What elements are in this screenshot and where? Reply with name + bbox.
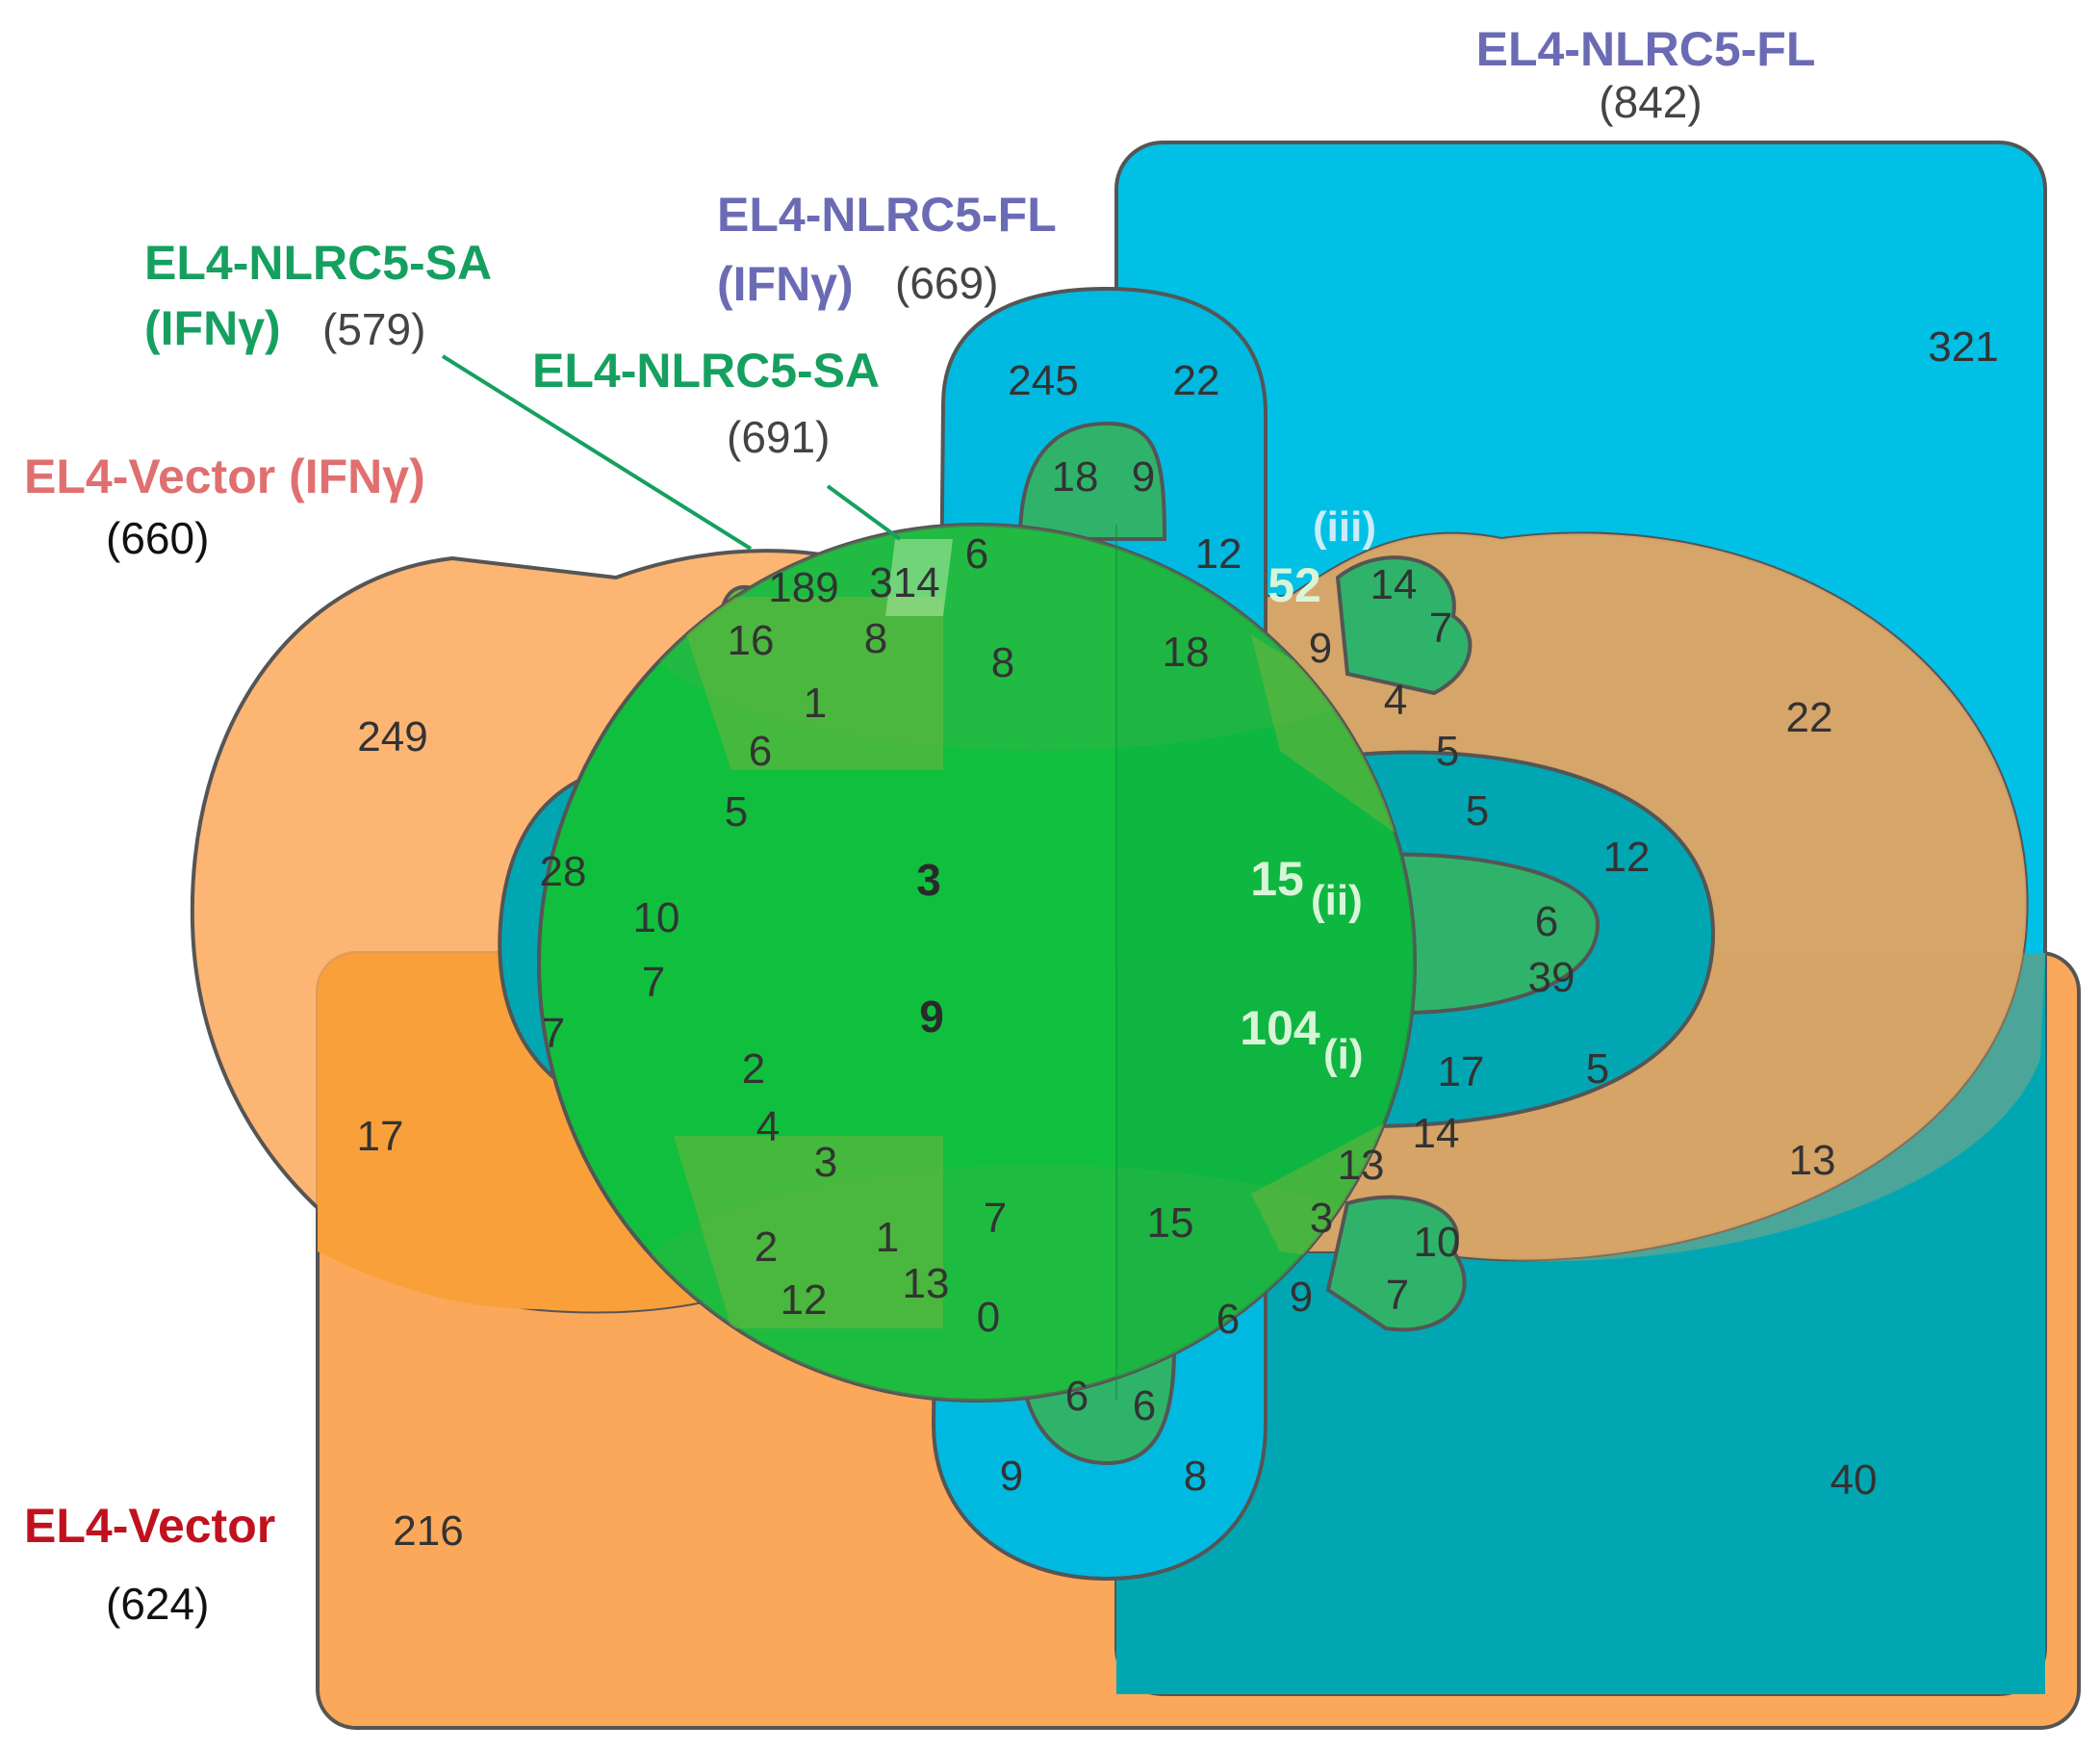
cell-count: 8 xyxy=(864,615,887,662)
cell-count: 28 xyxy=(540,848,587,895)
cell-count: 39 xyxy=(1528,954,1575,1001)
label-vector-count: (624) xyxy=(106,1579,209,1629)
cell-count: 17 xyxy=(357,1113,404,1160)
olive-lobe-bottom-right xyxy=(1325,1195,1467,1332)
label-fl-ifn-name2: (IFNγ) xyxy=(717,257,854,311)
cell-count: 6 xyxy=(1216,1296,1240,1343)
cell-count: 14 xyxy=(1370,561,1418,608)
cell-count: 8 xyxy=(1184,1453,1207,1500)
cell-count: 6 xyxy=(1133,1382,1156,1429)
cell-counts: 321 245 22 18 9 12 249 189 314 6 16 8 8 … xyxy=(357,323,1999,1555)
cell-count: 9 xyxy=(1290,1274,1313,1321)
cell-count: 3 xyxy=(814,1139,837,1186)
label-vector-ifn-count: (660) xyxy=(106,513,209,563)
cell-count: 8 xyxy=(991,639,1014,686)
cell-count: 0 xyxy=(977,1294,1000,1341)
cell-count: 6 xyxy=(1065,1373,1088,1420)
cell-count: 18 xyxy=(1163,629,1210,676)
cell-count-bold: 9 xyxy=(919,991,944,1042)
cell-count: 249 xyxy=(357,713,427,760)
cell-count: 7 xyxy=(642,959,665,1006)
cell-count: 1 xyxy=(876,1214,899,1261)
top-green-lobe xyxy=(1017,421,1167,541)
leader-line-sa xyxy=(826,484,902,541)
label-sa-count: (691) xyxy=(727,412,830,462)
cell-count: 4 xyxy=(1384,677,1407,724)
cell-count: 5 xyxy=(1466,787,1489,835)
cell-count: 245 xyxy=(1008,357,1078,404)
cell-count: 13 xyxy=(903,1260,950,1307)
label-sa-ifn-name2: (IFNγ) xyxy=(144,301,281,355)
label-vector-ifn-name: EL4-Vector (IFNγ) xyxy=(24,450,425,503)
cell-count: 7 xyxy=(984,1195,1007,1242)
cell-count: 9 xyxy=(1000,1453,1023,1500)
cell-count: 6 xyxy=(965,530,988,578)
cell-count: 5 xyxy=(1436,728,1459,775)
cell-count-bold: 3 xyxy=(916,855,941,905)
cell-count: 321 xyxy=(1928,323,1998,371)
leader-line-sa-ifn xyxy=(441,354,753,551)
label-fl-ifn-name: EL4-NLRC5-FL xyxy=(717,188,1057,242)
cell-count: 2 xyxy=(742,1045,765,1093)
cell-count: 16 xyxy=(728,617,775,664)
cell-count: 14 xyxy=(1413,1110,1460,1157)
cell-count: 22 xyxy=(1173,357,1220,404)
cell-count: 15 xyxy=(1147,1199,1194,1247)
cell-count: 10 xyxy=(633,894,680,941)
cell-count: 216 xyxy=(393,1507,463,1555)
cell-count: 12 xyxy=(1603,834,1651,881)
label-fl-ifn-count: (669) xyxy=(895,258,998,308)
cell-count: 5 xyxy=(1586,1045,1609,1093)
cell-count: 4 xyxy=(756,1103,780,1150)
label-fl-name: EL4-NLRC5-FL xyxy=(1476,22,1816,76)
label-sa-ifn-name: EL4-NLRC5-SA xyxy=(144,236,492,290)
highlight-ii-tag: (ii) xyxy=(1311,877,1363,924)
cell-count: 18 xyxy=(1052,453,1099,501)
cell-count: 5 xyxy=(725,788,748,836)
cell-count: 10 xyxy=(1414,1219,1461,1266)
cell-count: 12 xyxy=(781,1276,828,1324)
cell-count: 7 xyxy=(1386,1272,1409,1319)
cell-count: 6 xyxy=(749,728,772,775)
label-sa-name: EL4-NLRC5-SA xyxy=(532,344,880,398)
cell-count: 17 xyxy=(1438,1048,1485,1095)
label-vector-name: EL4-Vector xyxy=(24,1499,275,1553)
label-sa-ifn-count: (579) xyxy=(322,304,425,354)
cell-count: 189 xyxy=(768,564,838,611)
cell-count: 40 xyxy=(1831,1456,1878,1504)
cell-count: 2 xyxy=(755,1223,778,1271)
cell-count: 314 xyxy=(869,559,939,606)
label-fl-count: (842) xyxy=(1599,77,1702,127)
cell-count: 13 xyxy=(1338,1142,1385,1189)
olive-lobe-top-right xyxy=(1335,555,1473,696)
highlight-i-tag: (i) xyxy=(1323,1031,1364,1078)
cell-count: 3 xyxy=(1310,1195,1333,1242)
cell-count: 7 xyxy=(542,1010,565,1057)
cell-count: 22 xyxy=(1786,694,1833,741)
highlight-i-value: 104 xyxy=(1240,1001,1320,1055)
cell-count: 1 xyxy=(804,680,827,727)
cell-count: 7 xyxy=(1429,605,1452,652)
cell-count: 9 xyxy=(1309,625,1332,672)
cell-count: 12 xyxy=(1195,530,1242,578)
highlight-iii-tag: (iii) xyxy=(1313,503,1376,551)
highlight-ii-value: 15 xyxy=(1250,852,1304,906)
cell-count: 9 xyxy=(1132,453,1155,501)
cell-count: 6 xyxy=(1535,898,1558,945)
cell-count: 13 xyxy=(1789,1137,1836,1184)
highlight-iii-value: 52 xyxy=(1268,558,1321,612)
